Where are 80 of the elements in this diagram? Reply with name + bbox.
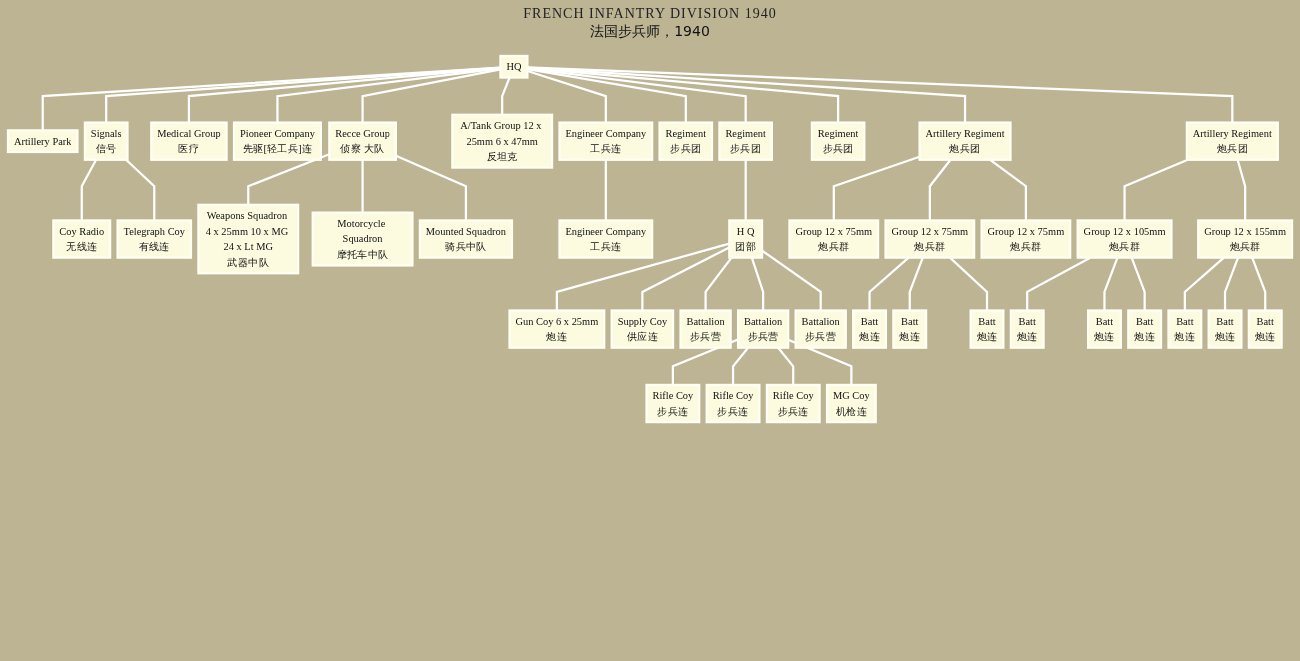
node-box: Medical Group 医疗 xyxy=(150,121,228,161)
node-box: HQ xyxy=(499,54,529,79)
node-box: Regiment 步兵团 xyxy=(718,121,773,161)
connector xyxy=(641,246,730,311)
connector xyxy=(125,158,156,221)
connector xyxy=(247,153,330,205)
node-box: Artillery Regiment 炮兵团 xyxy=(1185,121,1279,161)
connector xyxy=(361,68,501,123)
connector xyxy=(1123,158,1189,221)
connector xyxy=(555,242,730,311)
node-box: Recce Group 侦察 大队 xyxy=(328,121,397,161)
node-box: Artillery Park xyxy=(6,129,79,154)
connector xyxy=(832,155,920,221)
node-box: H Q 团部 xyxy=(728,219,764,259)
connector xyxy=(361,159,364,213)
node-box: Weapons Squadron 4 x 25mm 10 x MG 24 x Lt MG 武器中队 xyxy=(197,203,300,275)
connector xyxy=(527,66,840,123)
node-box: Motorcycle Squadron 摩托车中队 xyxy=(311,211,414,267)
node-box: Engineer Company 工兵连 xyxy=(558,219,654,259)
connector xyxy=(501,77,511,115)
connector xyxy=(527,67,747,123)
connector xyxy=(276,67,501,123)
connector xyxy=(750,257,765,311)
connector xyxy=(671,338,739,385)
connector xyxy=(704,256,733,311)
connector xyxy=(928,159,952,221)
node-box: Rifle Coy 步兵连 xyxy=(705,383,761,424)
node-box: Gun Coy 6 x 25mm 炮连 xyxy=(508,309,606,349)
connector xyxy=(1223,257,1240,311)
connector xyxy=(527,70,607,123)
connector xyxy=(777,347,795,385)
connector xyxy=(105,66,501,123)
connector xyxy=(744,159,747,221)
connector xyxy=(1236,159,1247,221)
connector xyxy=(604,159,607,221)
connector xyxy=(527,66,967,123)
node-box: Artillery Regiment 炮兵团 xyxy=(918,121,1012,161)
connector xyxy=(1251,257,1267,311)
node-box: Regiment 步兵团 xyxy=(810,121,866,161)
connector xyxy=(908,257,924,311)
node-box: Battalion 步兵营 xyxy=(794,309,847,349)
node-box: MG Coy 机枪连 xyxy=(825,383,877,424)
diagram-title: FRENCH INFANTRY DIVISION 1940 xyxy=(523,6,777,22)
connector xyxy=(731,347,749,385)
node-box: Signals 信号 xyxy=(83,121,129,161)
node-box: Battalion 步兵营 xyxy=(679,309,732,349)
node-box: Batt 炮连 xyxy=(1207,309,1243,349)
node-box: Rifle Coy 步兵连 xyxy=(765,383,821,424)
subtitle-text: 法国步兵师，1940 xyxy=(590,23,710,41)
node-box: Engineer Company 工兵连 xyxy=(558,121,654,161)
node-box: Telegraph Coy 有线连 xyxy=(116,219,193,259)
node-box: A/Tank Group 12 x 25mm 6 x 47mm 反坦克 xyxy=(451,113,554,169)
node-box: Group 12 x 75mm 炮兵群 xyxy=(788,219,880,259)
connector xyxy=(41,66,501,131)
node-box: Batt 炮连 xyxy=(1009,309,1045,349)
node-box: Batt 炮连 xyxy=(1247,309,1283,349)
node-box: Group 12 x 155mm 炮兵群 xyxy=(1197,219,1294,259)
node-box: Group 12 x 75mm 炮兵群 xyxy=(884,219,976,259)
node-box: Group 12 x 75mm 炮兵群 xyxy=(980,219,1072,259)
connector xyxy=(1130,257,1146,311)
node-box: Supply Coy 供应连 xyxy=(610,309,675,349)
node-box: Coy Radio 无线连 xyxy=(52,219,112,259)
node-box: Battalion 步兵营 xyxy=(736,309,790,349)
node-box: Batt 炮连 xyxy=(892,309,928,349)
node-box: Batt 炮连 xyxy=(1086,309,1122,349)
node-box: Regiment 步兵团 xyxy=(658,121,714,161)
connector xyxy=(527,67,687,123)
node-box: Batt 炮连 xyxy=(852,309,888,349)
connector xyxy=(1103,257,1119,311)
connector xyxy=(187,66,501,123)
node-box: Rifle Coy 步兵连 xyxy=(645,383,701,424)
node-box: Group 12 x 105mm 炮兵群 xyxy=(1076,219,1173,259)
node-box: Pioneer Company 先驱[轻工兵]连 xyxy=(232,121,322,161)
node-box: Batt 炮连 xyxy=(1127,309,1163,349)
node-box: Batt 炮连 xyxy=(1167,309,1203,349)
node-box: Mounted Squadron 骑兵中队 xyxy=(418,219,514,259)
connector xyxy=(80,159,98,221)
connector xyxy=(395,154,468,221)
node-box: Batt 炮连 xyxy=(969,309,1005,349)
connector xyxy=(527,66,1234,123)
